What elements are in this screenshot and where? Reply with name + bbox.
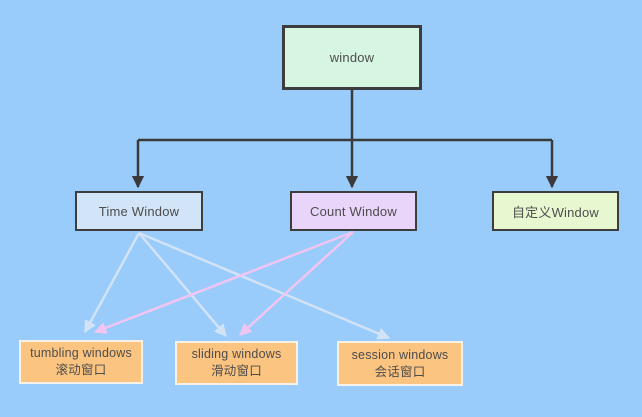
edge-time-window-to-session [138,231,391,340]
node-tumbling-windows-label-zh: 滚动窗口 [55,363,107,377]
node-tumbling-windows: tumbling windows 滚动窗口 [19,340,143,384]
edge-time-window-to-sliding [138,232,227,337]
node-time-window: Time Window [75,191,203,231]
node-sliding-windows-label-zh: 滑动窗口 [211,364,262,378]
node-custom-window: 自定义Window [492,191,619,231]
edge-count-window-to-sliding [239,231,354,336]
edge-time-window-to-tumbling [83,232,141,334]
node-window: window [282,25,422,90]
node-sliding-windows-label-en: sliding windows [191,347,282,362]
node-session-windows-label-zh: 会话窗口 [374,364,426,379]
edge-window-trunk [138,90,552,142]
node-count-window-label: Count Window [310,203,397,219]
node-sliding-windows: sliding windows 滑动窗口 [175,341,298,385]
node-count-window: Count Window [290,191,417,231]
node-tumbling-windows-label-en: tumbling windows [30,346,132,361]
node-custom-window-label: 自定义Window [511,204,600,220]
node-window-label: window [329,50,375,65]
node-session-windows: session windows 会话窗口 [337,341,463,386]
node-session-windows-label-en: session windows [351,347,449,362]
edge-count-window-to-tumbling [93,230,354,334]
node-time-window-label: Time Window [98,203,180,219]
